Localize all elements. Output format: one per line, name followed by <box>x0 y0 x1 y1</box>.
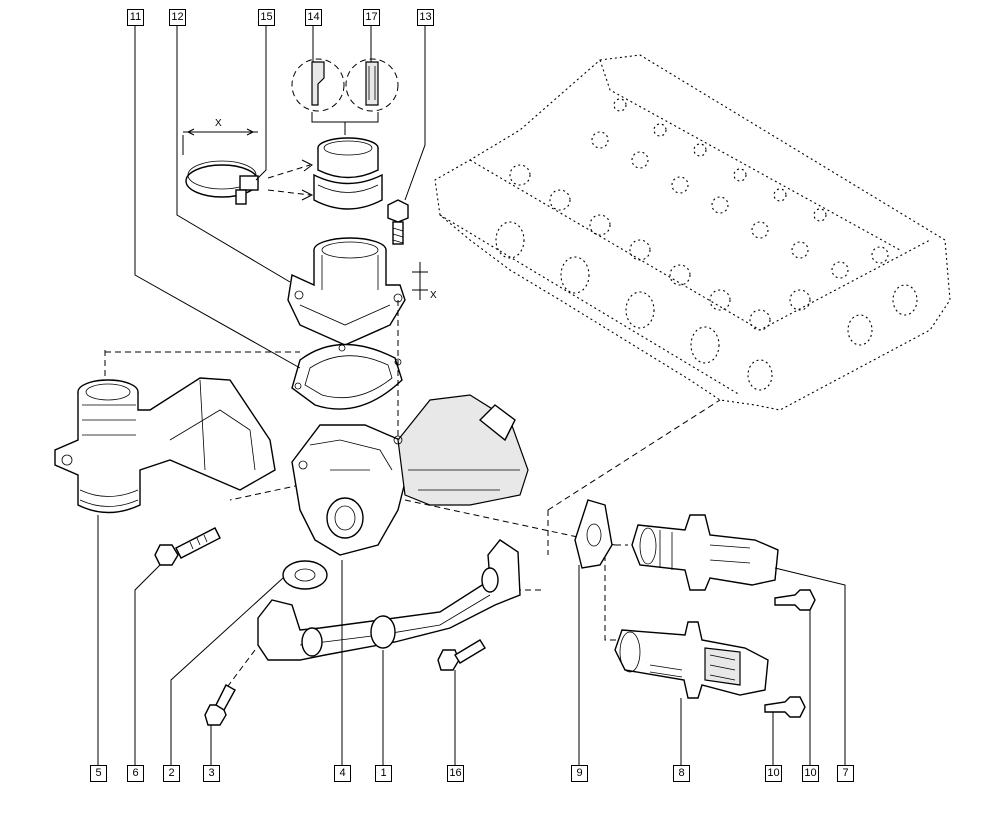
callout-6: 6 <box>127 765 144 782</box>
bolt-part-3 <box>204 684 236 726</box>
seal-ring-part-2 <box>282 560 328 590</box>
sleeve-connector <box>267 137 383 210</box>
callout-8: 8 <box>673 765 690 782</box>
callout-10-b: 10 <box>802 765 819 782</box>
gasket-part-11 <box>291 343 403 410</box>
callout-17: 17 <box>363 9 380 26</box>
callout-16: 16 <box>447 765 464 782</box>
callout-13: 13 <box>417 9 434 26</box>
callout-3: 3 <box>203 765 220 782</box>
callout-9: 9 <box>571 765 588 782</box>
egr-pipe-part-1 <box>257 539 521 661</box>
valve-body-part-4 <box>291 394 529 556</box>
callout-5: 5 <box>90 765 107 782</box>
bolt-part-13 <box>387 199 409 245</box>
callout-10-a: 10 <box>765 765 782 782</box>
dimension-clamp-x: X <box>215 118 222 129</box>
bolt-part-16 <box>437 639 486 671</box>
callout-2: 2 <box>163 765 180 782</box>
cylinder-head <box>434 54 951 411</box>
egr-valve-part-7 <box>631 514 779 591</box>
clamp-part-15 <box>182 128 259 205</box>
bolt-part-6 <box>154 527 221 566</box>
callout-12: 12 <box>169 9 186 26</box>
gasket-part-9 <box>574 499 613 569</box>
callout-15: 15 <box>258 9 275 26</box>
callout-4: 4 <box>334 765 351 782</box>
callout-14: 14 <box>305 9 322 26</box>
callout-7: 7 <box>837 765 854 782</box>
seal-detail-14-17 <box>291 58 399 135</box>
callout-1: 1 <box>375 765 392 782</box>
bolts-part-10 <box>764 589 816 718</box>
inlet-housing-part-12 <box>287 237 428 346</box>
callout-11: 11 <box>127 9 144 26</box>
egr-valve-part-8 <box>614 621 769 699</box>
leader-lines <box>97 26 846 765</box>
intake-elbow-part-5 <box>54 377 276 514</box>
dimension-offset-x: X <box>430 290 437 301</box>
